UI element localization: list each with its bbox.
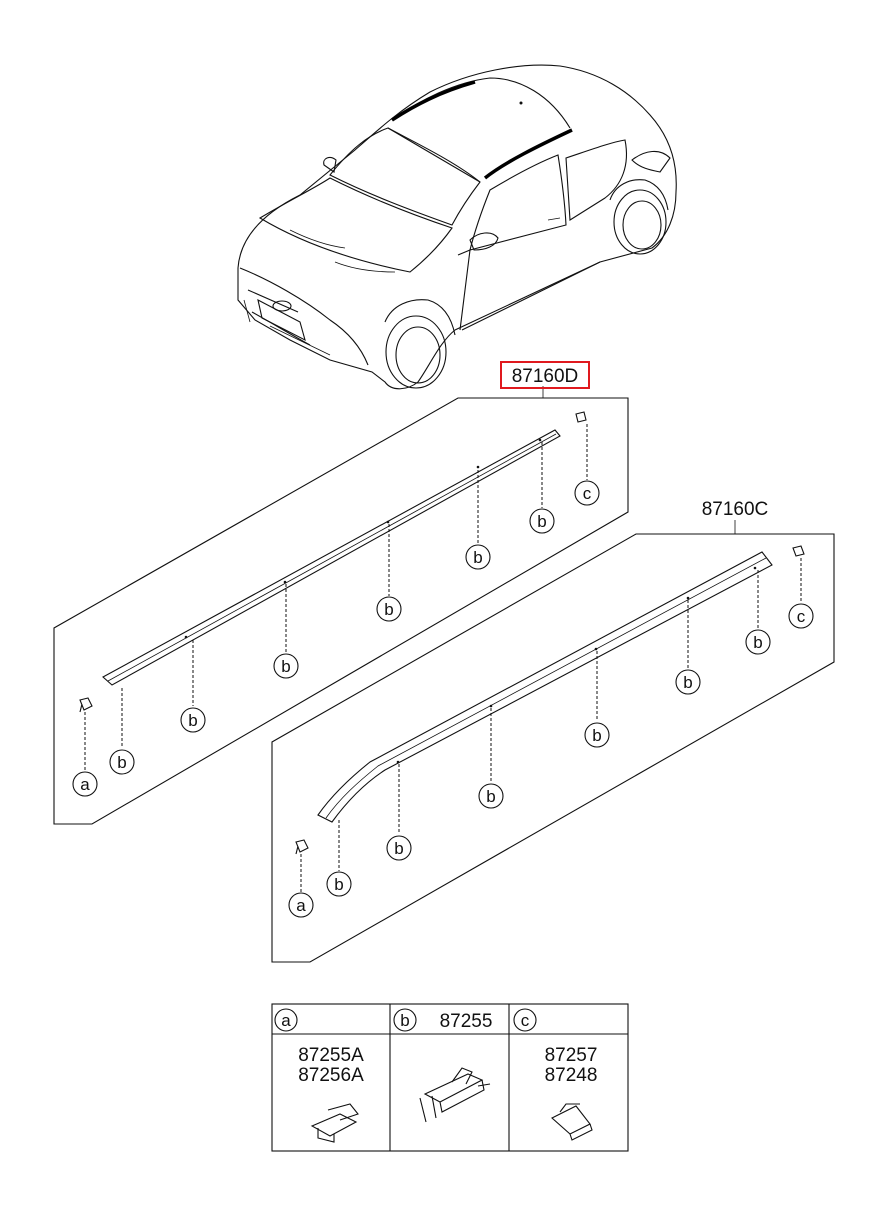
part-87255A: 87255A	[298, 1045, 364, 1066]
callout-87160C: 87160C	[702, 499, 769, 520]
part-87255: 87255	[440, 1011, 493, 1032]
svg-text:b: b	[334, 875, 343, 894]
svg-text:b: b	[384, 600, 393, 619]
svg-text:c: c	[797, 607, 806, 626]
svg-text:b: b	[117, 753, 126, 772]
callout-87160D: 87160D	[512, 366, 579, 387]
svg-text:b: b	[281, 657, 290, 676]
clip-c-icon	[792, 545, 805, 557]
right-rail-group: 87160C a b b	[271, 499, 835, 963]
part-87248: 87248	[545, 1065, 598, 1086]
svg-text:c: c	[521, 1011, 530, 1030]
svg-text:b: b	[400, 1011, 409, 1030]
left-c-bubble: c	[574, 480, 600, 506]
left-b-bubble-3: b	[273, 653, 299, 679]
right-roof-rail	[317, 551, 773, 823]
left-roof-rail	[102, 429, 561, 686]
left-rail-panel	[53, 397, 629, 825]
svg-text:b: b	[592, 726, 601, 745]
left-b-bubble-2: b	[180, 707, 206, 733]
right-b-bubble-4: b	[584, 722, 610, 748]
clip-a-part-icon	[310, 1103, 359, 1143]
clip-a-icon	[79, 697, 93, 713]
svg-text:a: a	[296, 896, 306, 915]
legend-col-c: c 87257 87248	[513, 1008, 598, 1141]
svg-text:b: b	[683, 673, 692, 692]
legend-table: a 87255A 87256A b 87255	[271, 1003, 629, 1152]
svg-text:b: b	[537, 512, 546, 531]
legend-col-a: a 87255A 87256A	[274, 1008, 364, 1143]
svg-text:b: b	[753, 633, 762, 652]
clip-b-part-icon	[419, 1067, 491, 1123]
svg-text:b: b	[188, 711, 197, 730]
left-b-bubble-4: b	[376, 596, 402, 622]
part-87256A: 87256A	[298, 1065, 364, 1086]
right-a-bubble: a	[288, 892, 314, 918]
right-b-bubble-1: b	[326, 871, 352, 897]
clip-c-icon	[575, 411, 587, 423]
part-87257: 87257	[545, 1045, 598, 1066]
right-c-bubble: c	[788, 603, 814, 629]
svg-text:a: a	[281, 1011, 291, 1030]
svg-text:a: a	[80, 775, 90, 794]
svg-text:b: b	[473, 548, 482, 567]
left-b-bubble-6: b	[529, 508, 555, 534]
left-b-bubble-5: b	[465, 544, 491, 570]
right-b-bubble-5: b	[675, 669, 701, 695]
svg-text:b: b	[486, 787, 495, 806]
right-b-bubble-2: b	[386, 835, 412, 861]
highlight-box	[500, 361, 590, 389]
svg-text:b: b	[394, 839, 403, 858]
clip-a-icon	[295, 839, 309, 855]
right-rail-panel	[271, 533, 835, 963]
svg-text:c: c	[583, 484, 592, 503]
legend-col-b: b 87255	[393, 1008, 493, 1123]
right-b-bubble-3: b	[478, 783, 504, 809]
left-b-bubble-1: b	[109, 749, 135, 775]
left-a-bubble: a	[72, 771, 98, 797]
right-b-bubble-6: b	[745, 629, 771, 655]
left-rail-group: 87160D a b	[53, 361, 629, 825]
car-illustration	[237, 64, 677, 390]
clip-c-part-icon	[551, 1103, 593, 1141]
